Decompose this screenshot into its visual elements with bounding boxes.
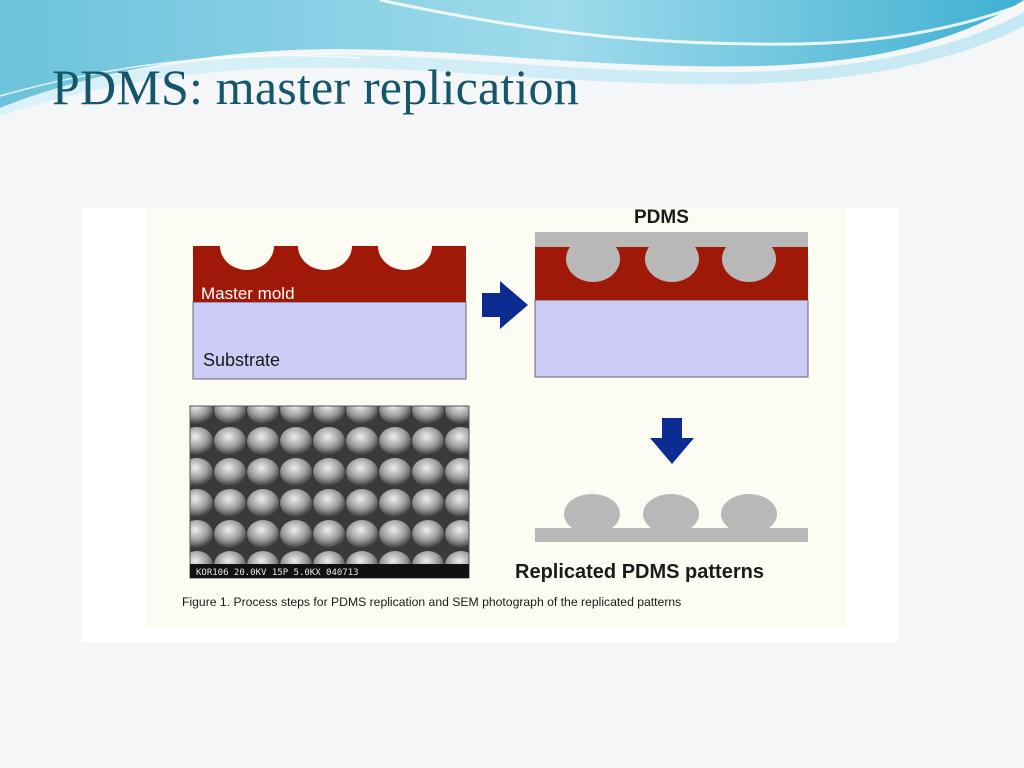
pattern-bump — [721, 494, 777, 534]
result-label: Replicated PDMS patterns — [515, 561, 764, 583]
master-mold-layer — [193, 246, 466, 302]
pdms-bump — [566, 236, 620, 282]
sem-info-text: KOR106 20.0KV 15P 5.0KX 040713 — [196, 568, 359, 578]
wave-main — [0, 0, 1024, 108]
pattern-bump — [643, 494, 699, 534]
pdms-bump — [722, 236, 776, 282]
pdms-bump — [645, 236, 699, 282]
slide-title: PDMS: master replication — [52, 59, 579, 115]
sem-photograph: KOR106 20.0KV 15P 5.0KX 040713 — [189, 405, 470, 579]
master-mold-label: Master mold — [201, 284, 295, 303]
master-mold-stack — [192, 246, 467, 380]
wave-line — [379, 0, 1024, 46]
replicated-pdms-patterns — [535, 494, 808, 542]
arrow-right-icon — [482, 281, 528, 329]
arrow-down-icon — [650, 418, 694, 464]
pattern-bump — [564, 494, 620, 534]
replication-process-diagram: Master mold Substrate PDMS Replicated PD… — [146, 208, 846, 628]
pattern-base — [535, 528, 808, 542]
sem-info-bar — [190, 564, 469, 578]
pdms-on-mold-stack — [534, 232, 809, 378]
wave-line-2 — [0, 54, 361, 97]
substrate-layer-2 — [534, 299, 809, 378]
figure-caption: Figure 1. Process steps for PDMS replica… — [182, 595, 681, 609]
figure-panel: Master mold Substrate PDMS Replicated PD… — [82, 208, 898, 642]
substrate-label: Substrate — [203, 350, 280, 370]
pdms-label: PDMS — [634, 208, 689, 228]
sem-image — [189, 405, 470, 579]
header-wave-decoration — [0, 0, 1024, 116]
wave-highlight — [0, 12, 1024, 116]
